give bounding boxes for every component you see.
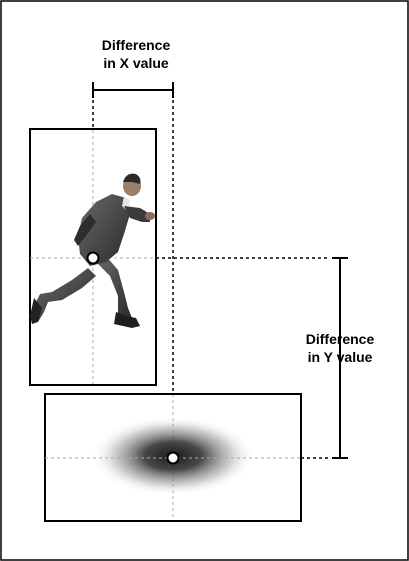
y-difference-label-line1: Difference: [305, 331, 375, 347]
x-difference-label-line2: in X value: [103, 55, 169, 71]
character-center-marker: [86, 251, 100, 265]
x-difference-label: Difference in X value: [66, 36, 206, 72]
running-man-icon: [30, 173, 155, 328]
x-difference-bracket: [92, 82, 174, 98]
shadow-center-marker: [166, 451, 180, 465]
character-box: [29, 128, 157, 386]
y-difference-label: Difference in Y value: [270, 330, 409, 366]
y-difference-label-line2: in Y value: [307, 349, 373, 365]
x-difference-label-line1: Difference: [101, 37, 171, 53]
y-difference-bracket: [332, 257, 348, 459]
